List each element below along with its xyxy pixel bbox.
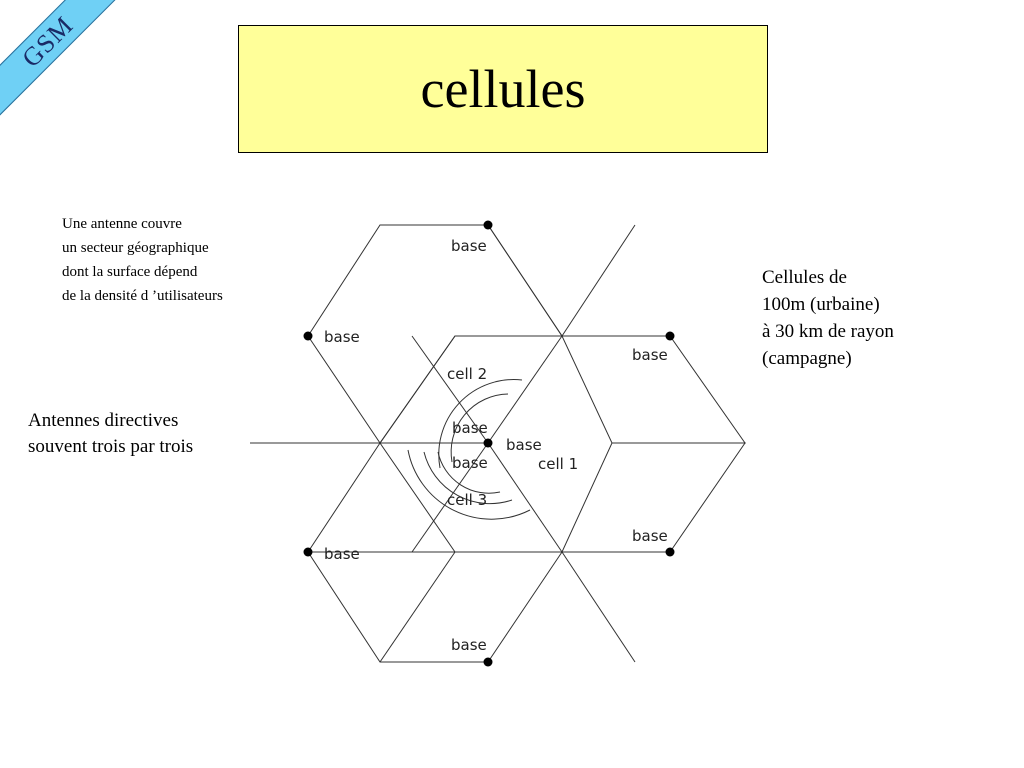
note-antennas: Antennes directives souvent trois par tr… [28, 410, 194, 457]
cell-label-3: cell 3 [447, 491, 487, 509]
base-dot-top [483, 220, 493, 230]
base-label-center-right: base [506, 436, 542, 454]
base-dot-bottom [483, 657, 493, 667]
sector-line-se [487, 442, 563, 553]
base-dot-lower-right [665, 547, 675, 557]
arc-cell2-outer [438, 379, 523, 469]
base-label-upper-left: base [324, 328, 360, 346]
base-label-center-top: base [452, 419, 488, 437]
hex-right-top [487, 224, 746, 444]
page-title: cellules [420, 59, 586, 119]
base-stations [303, 220, 675, 667]
sector-line-ne [487, 335, 563, 444]
sector-line-nw [411, 335, 489, 444]
note-cell-size: Cellules de 100m (urbaine) à 30 km de ra… [762, 267, 894, 369]
base-dot-upper-right [665, 331, 675, 341]
title-box: cellules [238, 25, 768, 153]
base-dot-upper-left [303, 331, 313, 341]
arc-cell3-inner [423, 451, 513, 505]
note-coverage: Une antenne couvre un secteur géographiq… [62, 216, 223, 304]
base-dot-center [483, 438, 493, 448]
arc-cell2-inner [450, 393, 509, 463]
line-ne [561, 224, 636, 337]
line-se [561, 551, 636, 663]
cell-label-2: cell 2 [447, 365, 487, 383]
sector-line-sw [411, 442, 489, 553]
arc-cell3-outer [407, 449, 531, 520]
base-label-top: base [451, 237, 487, 255]
base-label-lower-left: base [324, 545, 360, 563]
line-sw-inner [379, 551, 456, 663]
base-label-center-bottom: base [452, 454, 488, 472]
hex-grid-lines [250, 224, 746, 663]
base-label-lower-right: base [632, 527, 668, 545]
base-label-bottom: base [451, 636, 487, 654]
base-label-upper-right: base [632, 346, 668, 364]
hex-bottom-right [562, 442, 746, 553]
hex-center [379, 335, 613, 553]
arc-cell3-core [437, 451, 501, 494]
cell-label-1: cell 1 [538, 455, 578, 473]
base-dot-lower-left [303, 547, 313, 557]
